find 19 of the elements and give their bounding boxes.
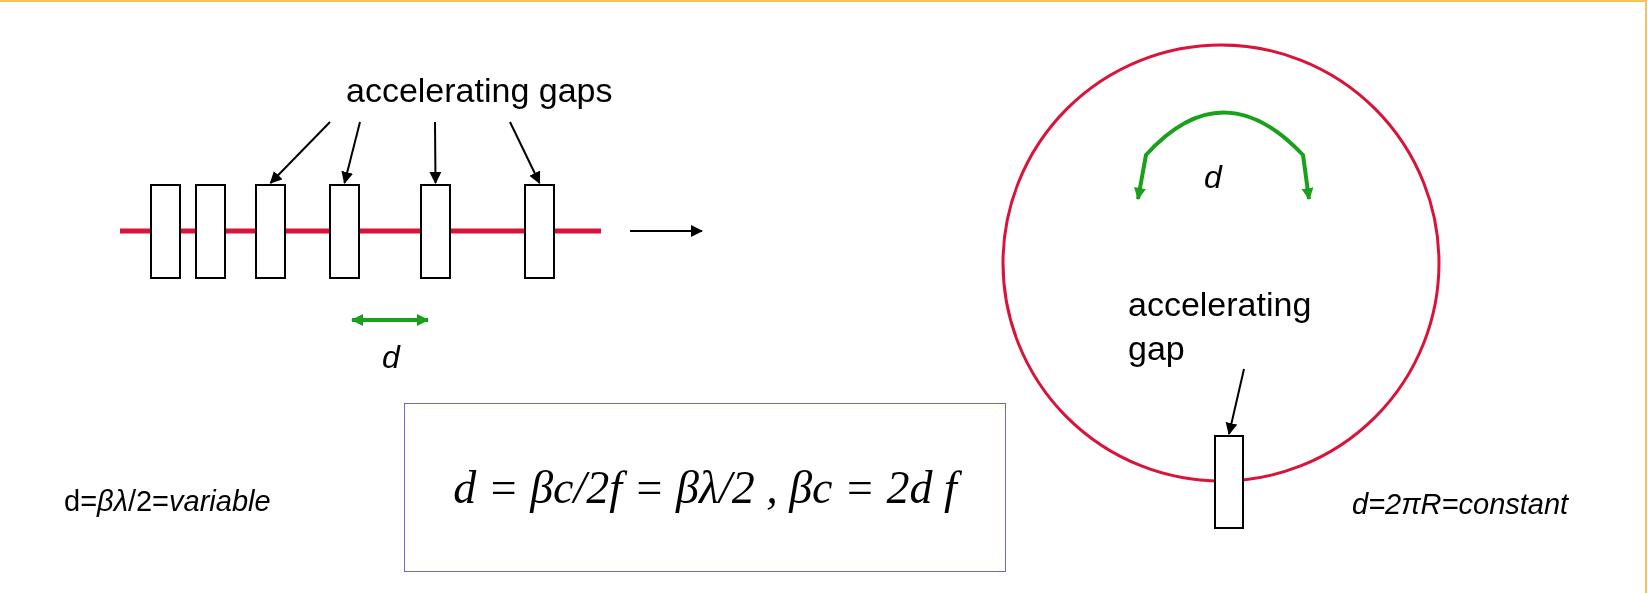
- accelerating-gap-box: [420, 184, 451, 279]
- dimension-label: d: [382, 338, 400, 377]
- leader-line: [269, 121, 331, 184]
- accelerating-gap-box: [329, 184, 360, 279]
- dimension-label: d: [1204, 158, 1222, 197]
- callout-text: accelerating gaps: [346, 68, 696, 112]
- leader-line: [429, 121, 442, 184]
- equation-text: d=2πR=constant: [1352, 487, 1569, 522]
- accelerating-gap-box: [1214, 435, 1244, 529]
- leader-line: [509, 121, 541, 184]
- leader-line: [341, 121, 361, 184]
- callout-text: accelerating gap: [1128, 282, 1368, 374]
- accelerating-gap-box: [195, 184, 226, 279]
- leader-line: [1225, 368, 1245, 435]
- equation-text: d=βλ/2=variable: [64, 484, 271, 519]
- accelerating-gap-box: [255, 184, 286, 279]
- accelerating-gap-box: [524, 184, 555, 279]
- formula-box: d = βc/2f = βλ/2 , βc = 2d f: [404, 403, 1006, 572]
- accelerating-gap-box: [150, 184, 181, 279]
